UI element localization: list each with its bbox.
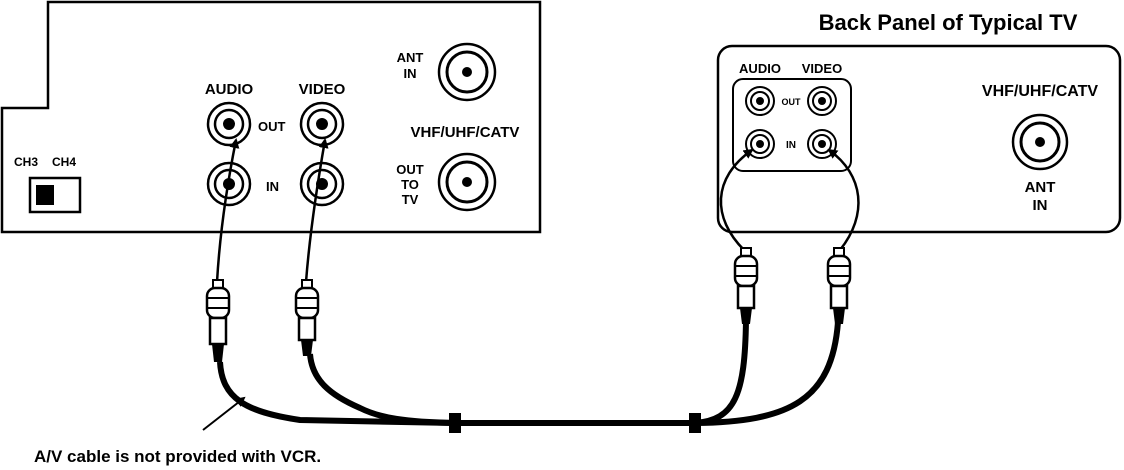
- tv-back-panel: AUDIO VIDEO OUT IN VHF/UHF/CATV: [716, 44, 1122, 234]
- tv-out-label: OUT: [782, 97, 802, 107]
- vcr-audio-out-jack[interactable]: [206, 101, 252, 147]
- vcr-out-label: OUT: [258, 119, 286, 134]
- vcr-rf-label: VHF/UHF/CATV: [411, 124, 520, 141]
- tv-video-in-jack[interactable]: [807, 129, 837, 159]
- vcr-out-to-tv-line3: TV: [402, 192, 419, 207]
- vcr-video-out-jack[interactable]: [299, 101, 345, 147]
- tv-ant-in-label: IN: [1033, 197, 1048, 214]
- ch3-label: CH3: [14, 155, 38, 169]
- tv-ant-label: ANT: [1025, 179, 1056, 196]
- channel-switch[interactable]: [28, 176, 82, 214]
- vcr-ant-label: ANT: [397, 50, 424, 65]
- av-cable-video-lead: [307, 321, 841, 426]
- tv-video-label: VIDEO: [802, 61, 842, 76]
- cable-clamp-right: [689, 413, 701, 433]
- tv-video-out-jack[interactable]: [807, 86, 837, 116]
- ch4-label: CH4: [52, 155, 76, 169]
- vcr-ant-in-connector[interactable]: [437, 42, 497, 102]
- vcr-video-in-jack[interactable]: [299, 161, 345, 207]
- vcr-video-plug[interactable]: [294, 279, 320, 356]
- vcr-out-to-tv-line1: OUT: [396, 162, 424, 177]
- tv-audio-in-jack[interactable]: [745, 129, 775, 159]
- tv-audio-plug[interactable]: [733, 247, 759, 324]
- tv-audio-out-jack[interactable]: [745, 86, 775, 116]
- tv-rf-label: VHF/UHF/CATV: [982, 83, 1098, 100]
- vcr-video-wire: [304, 138, 329, 283]
- vcr-audio-wire: [215, 138, 240, 283]
- vcr-out-to-tv-connector[interactable]: [437, 152, 497, 212]
- vcr-in-label: IN: [266, 179, 279, 194]
- cable-clamp-left: [449, 413, 461, 433]
- cable-caption: A/V cable is not provided with VCR.: [34, 447, 321, 466]
- vcr-video-label: VIDEO: [299, 81, 346, 98]
- tv-audio-wire: [719, 148, 754, 251]
- tv-ant-in-connector[interactable]: [1011, 113, 1069, 171]
- vcr-audio-label: AUDIO: [205, 81, 254, 98]
- tv-video-plug[interactable]: [826, 247, 852, 324]
- caption-pointer-arrow: [202, 396, 246, 431]
- tv-video-wire: [827, 148, 860, 251]
- tv-in-label: IN: [786, 140, 796, 151]
- av-cable: [202, 138, 860, 433]
- vcr-out-to-tv-line2: TO: [401, 177, 419, 192]
- tv-panel-title: Back Panel of Typical TV: [819, 10, 1078, 35]
- tv-audio-label: AUDIO: [739, 61, 781, 76]
- vcr-ant-in-label: IN: [404, 66, 417, 81]
- vcr-back-panel: CH3 CH4 AUDIO VIDEO OUT IN: [0, 0, 542, 234]
- vcr-audio-plug[interactable]: [205, 279, 231, 362]
